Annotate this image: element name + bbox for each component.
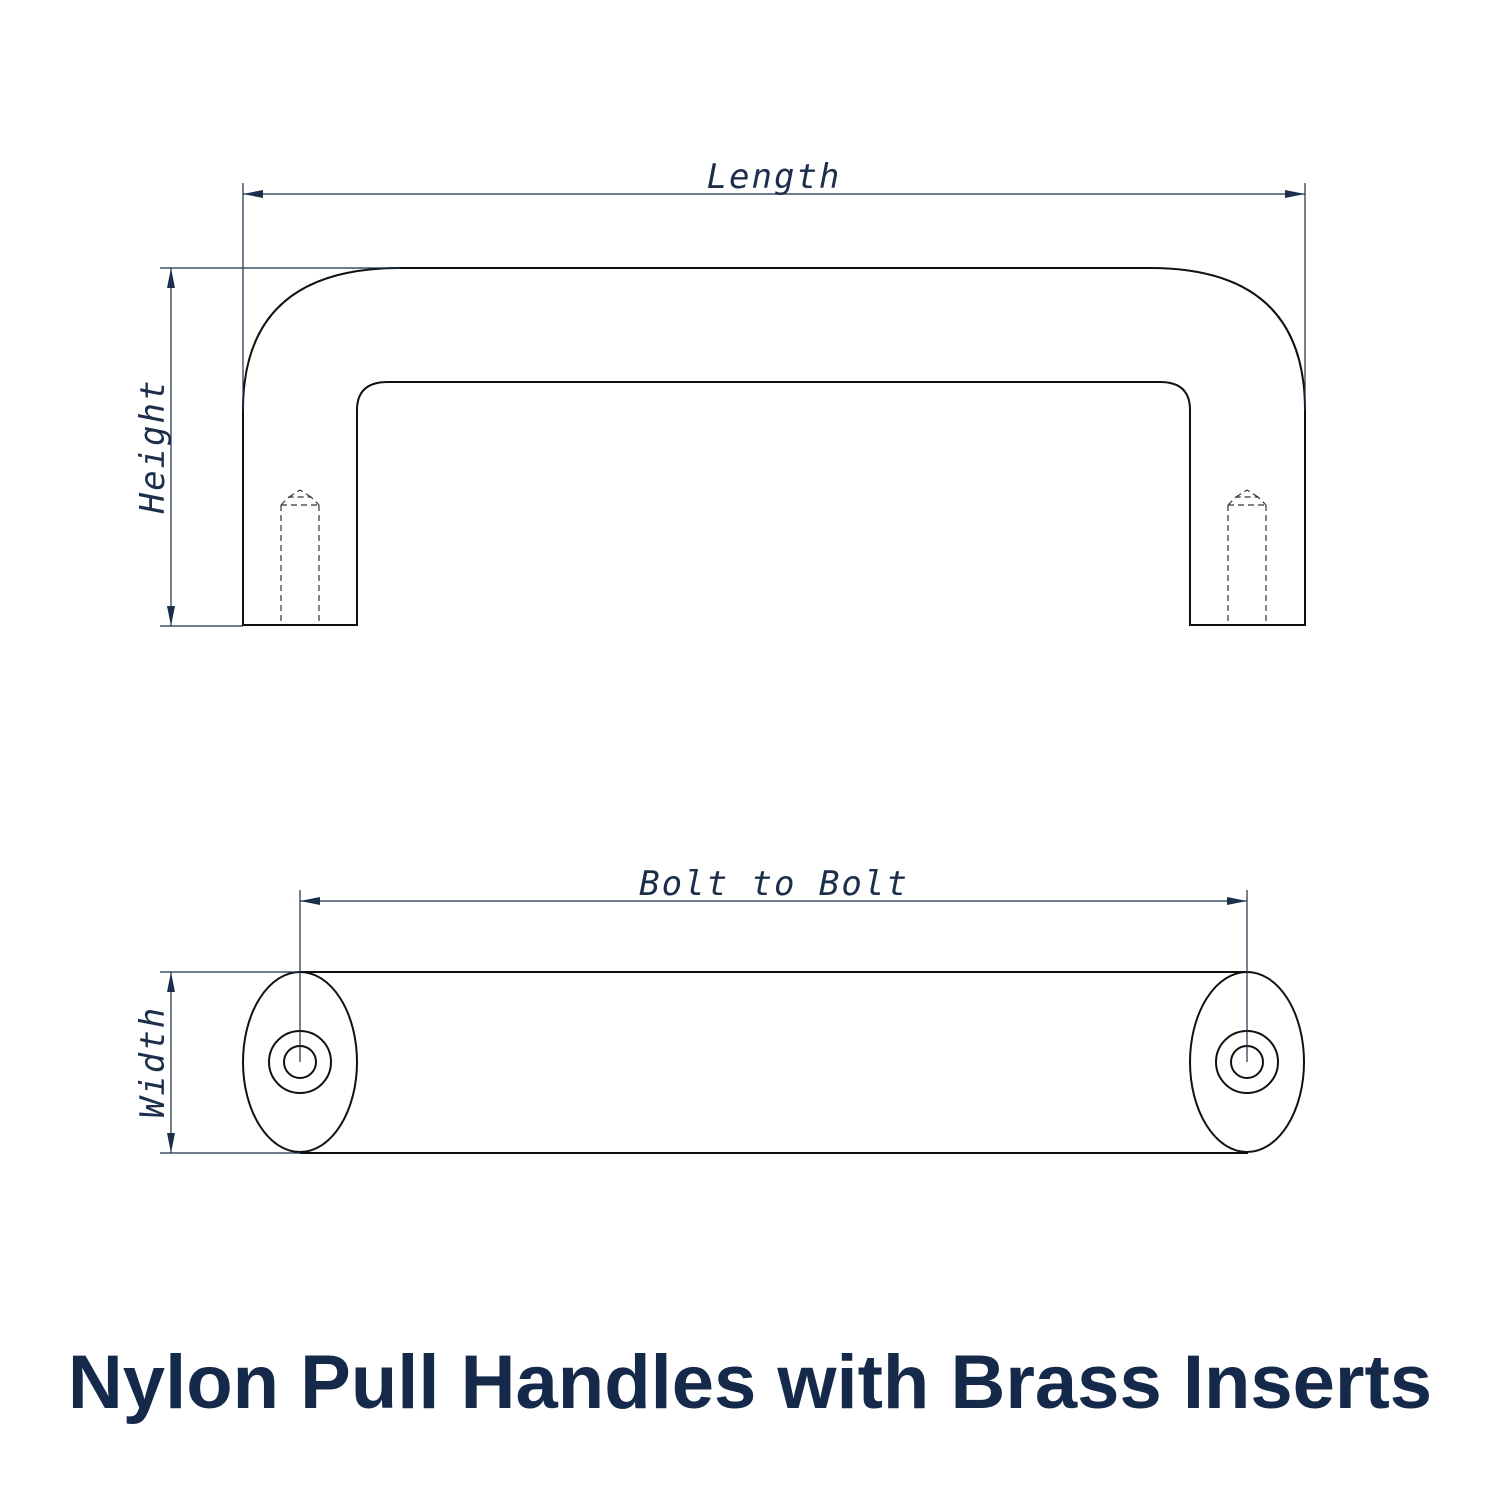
left-insert-hidden (280, 489, 320, 625)
width-label: Width (133, 1006, 173, 1118)
length-label: Length (707, 157, 842, 197)
width-dimension: Width (133, 971, 300, 1154)
page-title: Nylon Pull Handles with Brass Inserts (67, 1340, 1433, 1425)
height-dimension: Height (133, 267, 400, 627)
handle-plan-view (242, 971, 1305, 1154)
length-dimension: Length (242, 157, 1306, 410)
right-insert-hidden (1227, 489, 1267, 625)
bolt-to-bolt-dimension: Bolt to Bolt (299, 864, 1248, 1062)
handle-outer-profile (242, 267, 1306, 626)
height-label: Height (133, 379, 173, 515)
handle-side-view (242, 267, 1306, 626)
bolt-to-bolt-label: Bolt to Bolt (639, 864, 909, 904)
